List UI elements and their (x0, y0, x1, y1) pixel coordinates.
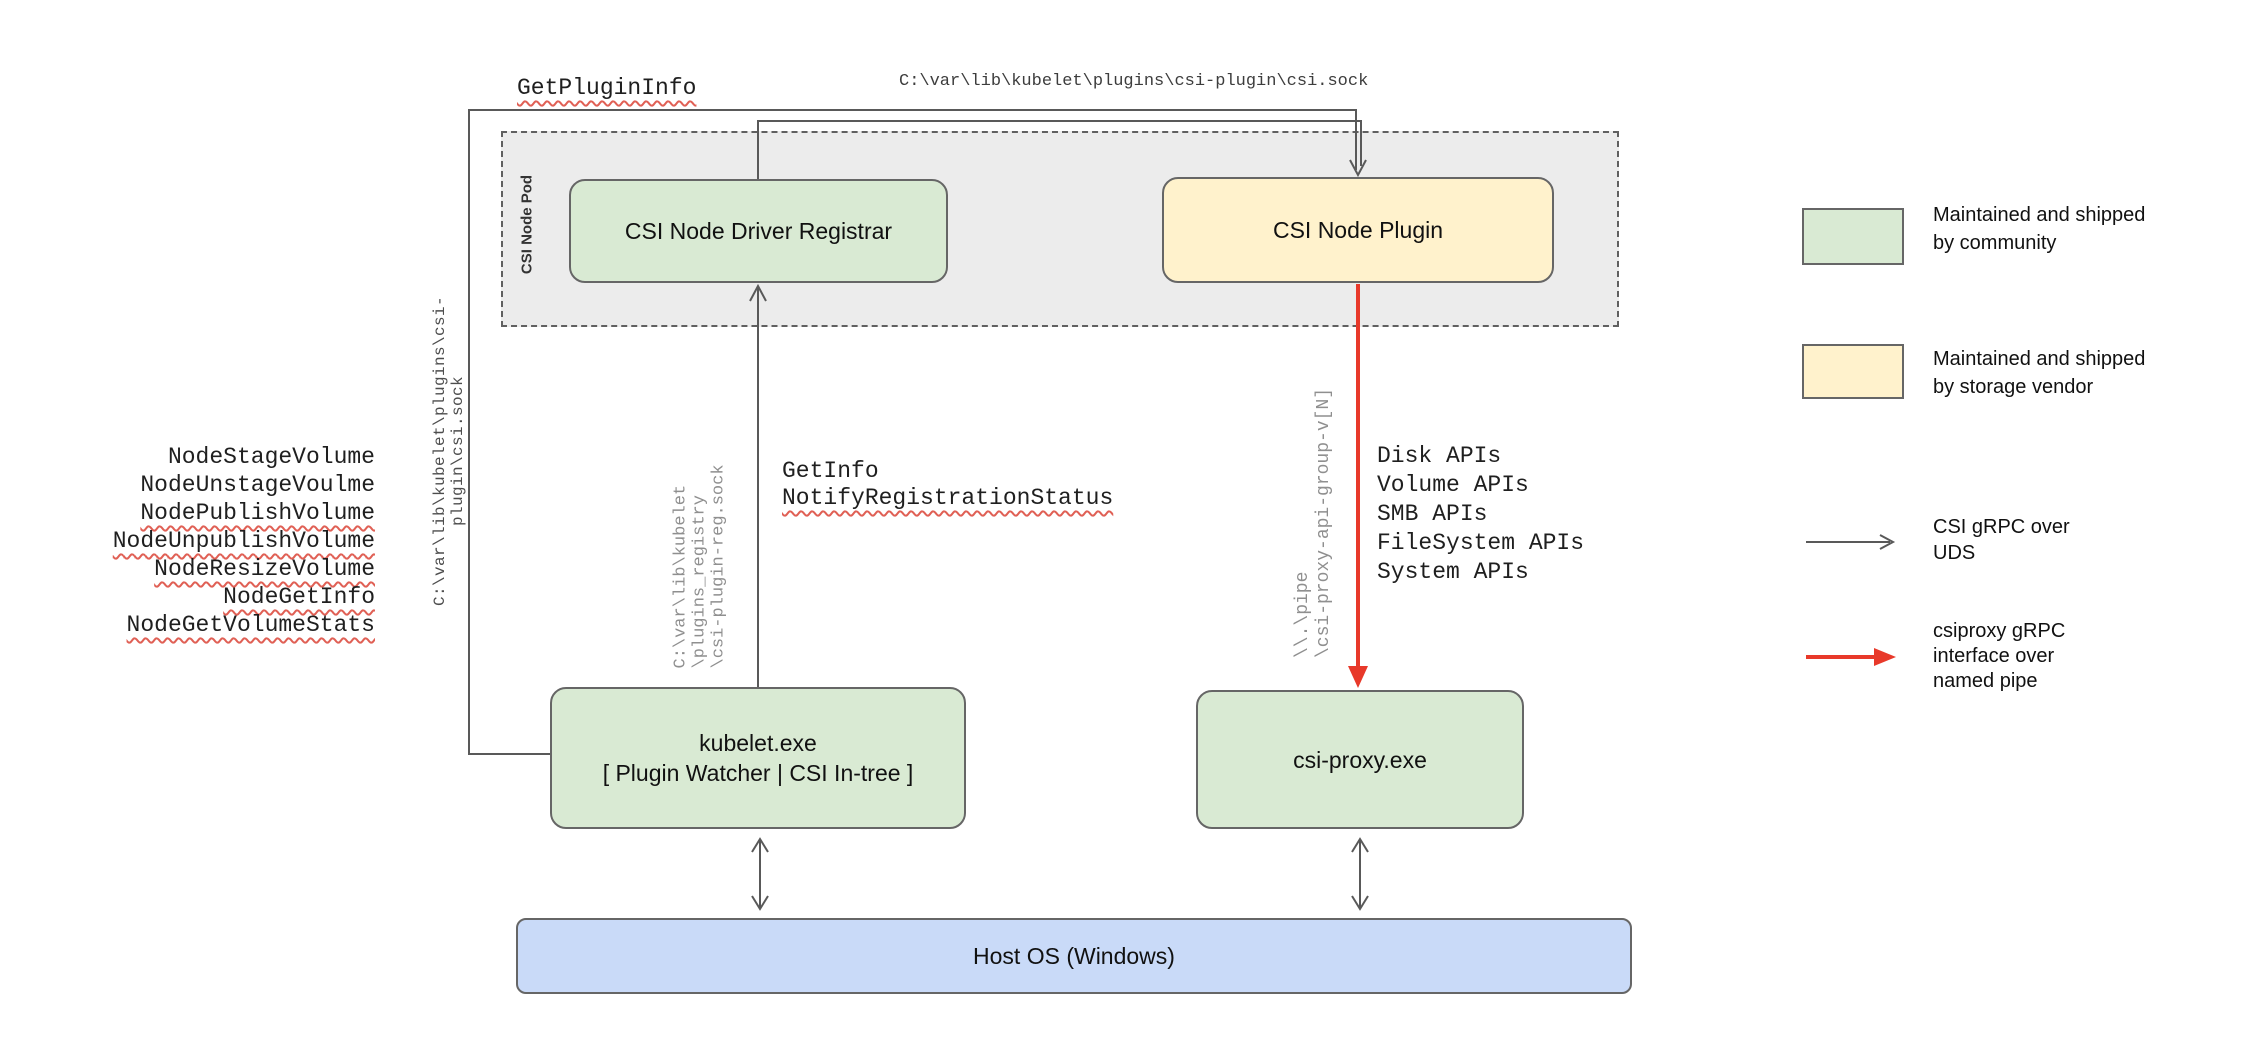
legend-vendor-swatch (1802, 344, 1904, 399)
get-info-label: GetInfo (782, 458, 879, 484)
kubelet-host-down-arrowhead-icon (751, 895, 769, 911)
legend-community-label: Maintained and shipped by community (1933, 204, 2146, 254)
legend-community-swatch (1802, 208, 1904, 265)
kubelet-host-up-arrowhead-icon (751, 837, 769, 853)
notify-registration-status-label: NotifyRegistrationStatus (782, 485, 1114, 511)
legend-uds-label: CSI gRPC over UDS (1933, 516, 2070, 564)
legend-named-pipe-label: csiproxy gRPC interface over named pipe (1933, 620, 2066, 692)
node-rpc-item: NodeUnstageVoulme (140, 472, 375, 498)
proxy-api-item: Disk APIs (1377, 443, 1502, 469)
proxy-api-item: System APIs (1377, 559, 1529, 585)
proxy-host-down-arrowhead-icon (1351, 895, 1369, 911)
legend-uds-arrowhead-icon (1879, 534, 1896, 550)
node-rpc-item: NodeGetVolumeStats (126, 612, 375, 638)
top-socket-path-label: C:\var\lib\kubelet\plugins\csi-plugin\cs… (899, 72, 1369, 91)
node-rpc-item: NodeGetInfo (223, 584, 375, 610)
csi-node-driver-registrar-box: CSI Node Driver Registrar (569, 179, 948, 283)
csi-node-plugin-box: CSI Node Plugin (1162, 177, 1554, 283)
legend-named-pipe-arrowhead-icon (1874, 648, 1896, 666)
registration-calls-label: GetInfo NotifyRegistrationStatus (782, 458, 1113, 512)
node-rpc-item: NodeResizeVolume (154, 556, 375, 582)
csi-node-driver-registrar-label: CSI Node Driver Registrar (624, 218, 893, 244)
node-rpc-list: NodeStageVolume NodeUnstageVoulme NodePu… (55, 443, 375, 639)
kubelet-box: kubelet.exe [ Plugin Watcher | CSI In-tr… (550, 687, 966, 829)
node-rpc-item: NodeUnpublishVolume (112, 528, 375, 554)
host-os-label: Host OS (Windows) (973, 943, 1175, 969)
csi-node-plugin-label: CSI Node Plugin (1272, 217, 1444, 243)
host-os-box: Host OS (Windows) (516, 918, 1632, 994)
legend-vendor-label: Maintained and shipped by storage vendor (1933, 348, 2146, 398)
proxy-api-item: FileSystem APIs (1377, 530, 1585, 556)
named-pipe-path-label: \\.\pipe \csi-proxy-api-group-v[N] (1293, 387, 1334, 658)
proxy-host-up-arrowhead-icon (1351, 837, 1369, 853)
proxy-api-item: SMB APIs (1377, 501, 1488, 527)
registry-socket-path-label: C:\var\lib\kubelet \plugins_registry \cs… (671, 464, 729, 669)
kubelet-label: kubelet.exe [ Plugin Watcher | CSI In-tr… (602, 730, 914, 786)
csi-proxy-label: csi-proxy.exe (1293, 746, 1427, 773)
proxy-api-item: Volume APIs (1377, 472, 1529, 498)
node-rpc-item: NodeStageVolume (167, 444, 375, 470)
proxy-red-arrowhead-icon (1348, 666, 1368, 688)
proxy-api-list: Disk APIs Volume APIs SMB APIs FileSyste… (1377, 442, 1584, 587)
node-rpc-item: NodePublishVolume (140, 500, 375, 526)
csi-proxy-box: csi-proxy.exe (1196, 690, 1524, 829)
get-plugin-info-label: GetPluginInfo (517, 75, 697, 101)
